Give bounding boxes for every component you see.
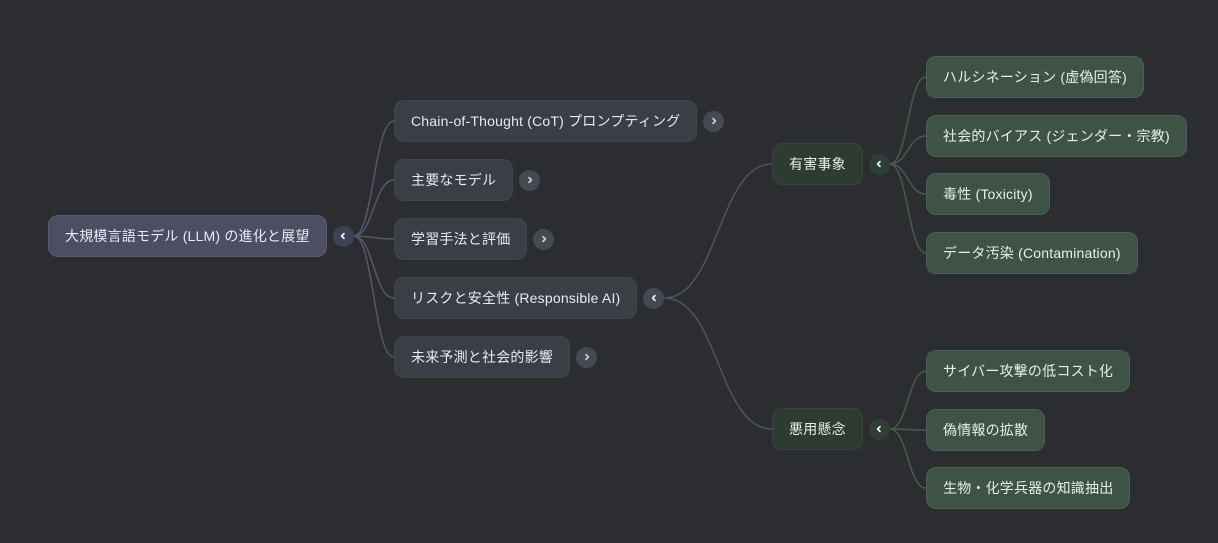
node-contamination-label: データ汚染 (Contamination) [943, 245, 1121, 261]
edge-harm-contamination [889, 163, 927, 254]
chevron-left-icon [877, 425, 882, 433]
node-risk-label: リスクと安全性 (Responsible AI) [411, 290, 621, 306]
node-bias[interactable]: 社会的バイアス (ジェンダー・宗教) [926, 115, 1187, 157]
node-row-misuse: 悪用懸念 [772, 408, 890, 450]
edge-misuse-disinfo [889, 428, 927, 431]
collapse-button-harm[interactable] [868, 153, 890, 175]
node-misuse-label: 悪用懸念 [789, 421, 846, 437]
node-cyber-label: サイバー攻撃の低コスト化 [943, 363, 1114, 379]
node-row-future: 未来予測と社会的影響 [394, 336, 597, 378]
node-row-models: 主要なモデル [394, 159, 541, 201]
node-models[interactable]: 主要なモデル [394, 159, 514, 201]
node-row-toxicity: 毒性 (Toxicity) [926, 173, 1050, 215]
node-hallucination[interactable]: ハルシネーション (虚偽回答) [926, 56, 1144, 98]
edge-root-training [353, 235, 395, 240]
node-row-hallucination: ハルシネーション (虚偽回答) [926, 56, 1144, 98]
node-risk[interactable]: リスクと安全性 (Responsible AI) [394, 277, 638, 319]
node-row-harm: 有害事象 [772, 143, 890, 185]
node-hallucination-label: ハルシネーション (虚偽回答) [943, 69, 1127, 85]
edge-misuse-bioweapons [889, 428, 927, 489]
chevron-right-icon [527, 176, 532, 184]
collapse-button-misuse[interactable] [868, 418, 890, 440]
node-row-root: 大規模言語モデル (LLM) の進化と展望 [48, 215, 354, 257]
edge-root-risk [353, 235, 395, 299]
node-toxicity[interactable]: 毒性 (Toxicity) [926, 173, 1050, 215]
edge-risk-misuse [664, 297, 773, 430]
node-row-contamination: データ汚染 (Contamination) [926, 232, 1138, 274]
chevron-right-icon [712, 117, 717, 125]
expand-button-training[interactable] [533, 228, 555, 250]
collapse-button-risk[interactable] [643, 287, 665, 309]
edge-risk-harm [664, 163, 773, 299]
node-future[interactable]: 未来予測と社会的影響 [394, 336, 570, 378]
node-bias-label: 社会的バイアス (ジェンダー・宗教) [943, 128, 1170, 144]
chevron-left-icon [340, 232, 345, 240]
node-row-disinfo: 偽情報の拡散 [926, 409, 1046, 451]
collapse-button-root[interactable] [332, 225, 354, 247]
chevron-right-icon [542, 235, 547, 243]
node-row-cyber: サイバー攻撃の低コスト化 [926, 350, 1131, 392]
node-bioweapons-label: 生物・化学兵器の知識抽出 [943, 480, 1114, 496]
node-row-bioweapons: 生物・化学兵器の知識抽出 [926, 467, 1131, 509]
edge-harm-toxicity [889, 163, 927, 195]
edge-misuse-cyber [889, 370, 927, 430]
node-contamination[interactable]: データ汚染 (Contamination) [926, 232, 1138, 274]
edge-root-models [353, 179, 395, 237]
node-row-cot: Chain-of-Thought (CoT) プロンプティング [394, 100, 725, 142]
node-training-label: 学習手法と評価 [411, 231, 511, 247]
node-root[interactable]: 大規模言語モデル (LLM) の進化と展望 [48, 215, 327, 257]
node-bioweapons[interactable]: 生物・化学兵器の知識抽出 [926, 467, 1131, 509]
edge-root-cot [353, 120, 395, 237]
chevron-left-icon [651, 294, 656, 302]
expand-button-models[interactable] [519, 169, 541, 191]
node-disinfo-label: 偽情報の拡散 [943, 422, 1029, 438]
node-cot-label: Chain-of-Thought (CoT) プロンプティング [411, 113, 681, 129]
node-future-label: 未来予測と社会的影響 [411, 349, 553, 365]
node-row-training: 学習手法と評価 [394, 218, 555, 260]
node-disinfo[interactable]: 偽情報の拡散 [926, 409, 1046, 451]
chevron-right-icon [584, 353, 589, 361]
edge-harm-bias [889, 135, 927, 165]
expand-button-future[interactable] [576, 346, 597, 368]
edge-root-future [353, 235, 395, 358]
expand-button-cot[interactable] [703, 110, 725, 132]
node-row-bias: 社会的バイアス (ジェンダー・宗教) [926, 115, 1187, 157]
node-root-label: 大規模言語モデル (LLM) の進化と展望 [65, 228, 310, 244]
node-harm-label: 有害事象 [789, 156, 846, 172]
node-misuse[interactable]: 悪用懸念 [772, 408, 863, 450]
node-row-risk: リスクと安全性 (Responsible AI) [394, 277, 665, 319]
node-training[interactable]: 学習手法と評価 [394, 218, 528, 260]
edge-harm-hallucination [889, 76, 927, 165]
chevron-left-icon [877, 160, 882, 168]
node-cyber[interactable]: サイバー攻撃の低コスト化 [926, 350, 1131, 392]
node-cot[interactable]: Chain-of-Thought (CoT) プロンプティング [394, 100, 698, 142]
node-toxicity-label: 毒性 (Toxicity) [943, 186, 1033, 202]
node-models-label: 主要なモデル [411, 172, 497, 188]
node-harm[interactable]: 有害事象 [772, 143, 863, 185]
